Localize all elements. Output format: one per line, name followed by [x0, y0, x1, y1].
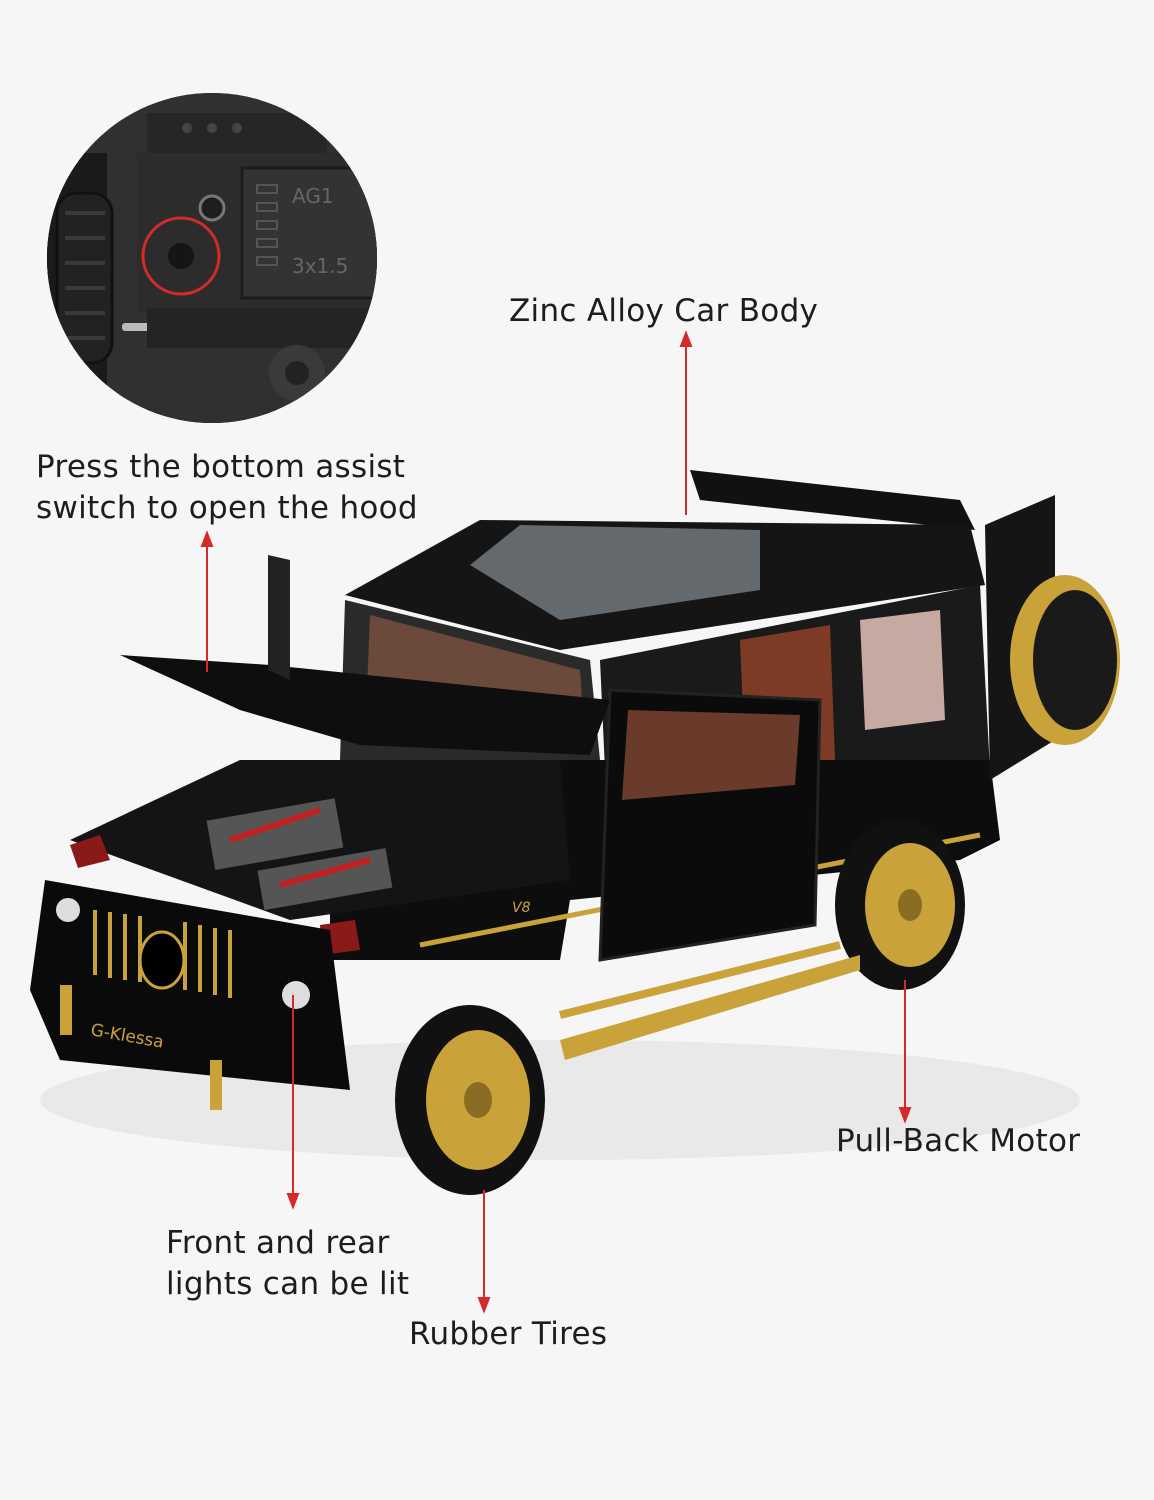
callout-hood-line2: switch to open the hood	[36, 490, 418, 526]
arrow-head-icon	[286, 1193, 300, 1210]
hood-switch-detail-inset: AG1 3x1.5	[47, 93, 377, 423]
callout-motor: Pull-Back Motor	[836, 1123, 1081, 1159]
arrow-head-icon	[679, 330, 693, 347]
arrow-head-icon	[200, 530, 214, 547]
callout-tires: Rubber Tires	[409, 1316, 608, 1352]
rear-wheel	[835, 820, 965, 990]
battery-marking-size: 3x1.5	[292, 254, 348, 278]
battery-compartment-photo: AG1 3x1.5	[47, 93, 377, 423]
battery-marking-model: AG1	[292, 184, 334, 208]
callout-lights-line2: lights can be lit	[166, 1266, 410, 1302]
grille	[93, 910, 232, 998]
callout-hood-line1: Press the bottom assist	[36, 449, 406, 485]
arrow-head-icon	[898, 1107, 912, 1124]
side-step	[560, 955, 860, 1060]
switch-highlight-circle	[141, 216, 221, 296]
callout-lights-line1: Front and rear	[166, 1225, 390, 1261]
arrow-head-icon	[477, 1297, 491, 1314]
sunroof	[470, 525, 760, 620]
callout-car-body: Zinc Alloy Car Body	[509, 293, 819, 329]
front-wheel	[395, 1005, 545, 1195]
v8-badge: V8	[512, 900, 531, 916]
